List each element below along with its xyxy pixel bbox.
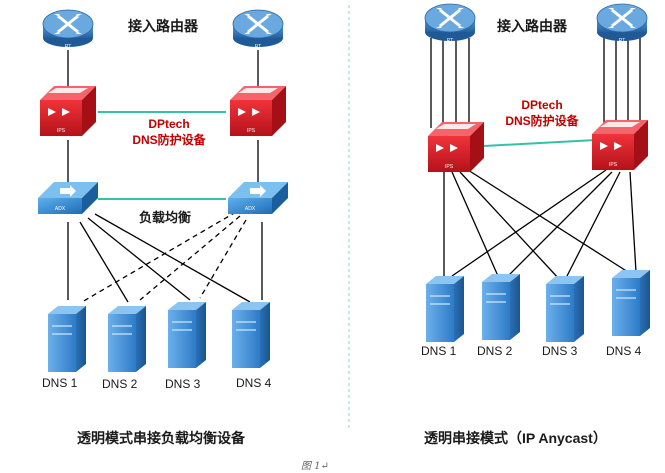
- server-icon: [482, 274, 520, 340]
- left-router-label: 接入路由器: [128, 18, 198, 34]
- server-icon: [426, 276, 464, 342]
- svg-text:RT: RT: [447, 38, 454, 44]
- svg-text:RT: RT: [255, 44, 262, 50]
- svg-text:RT: RT: [619, 38, 626, 44]
- svg-text:IPS: IPS: [445, 164, 454, 170]
- server-icon: [546, 276, 584, 342]
- right-caption: 透明串接模式（IP Anycast）: [424, 430, 607, 446]
- left-caption: 透明模式串接负载均衡设备: [77, 430, 245, 446]
- ips-device-icon: IPS: [428, 122, 484, 172]
- left-dns-label: DNS 1: [42, 376, 78, 390]
- figure-label: 图 1↵: [301, 461, 329, 472]
- svg-text:IPS: IPS: [247, 128, 256, 134]
- right-device-label: DPtech DNS防护设备: [500, 97, 584, 129]
- right-dns-label: DNS 3: [542, 344, 578, 358]
- svg-text:RT: RT: [65, 44, 72, 50]
- left-dns-label: DNS 3: [165, 377, 201, 391]
- right-router-label: 接入路由器: [497, 18, 567, 34]
- left-dns-label: DNS 4: [236, 376, 272, 390]
- svg-text:ADX: ADX: [245, 206, 256, 212]
- router-icon: RT: [596, 3, 648, 44]
- svg-text:ADX: ADX: [55, 206, 66, 212]
- right-device-label-line2: DNS防护设备: [505, 114, 579, 128]
- ips-device-icon: IPS: [230, 86, 286, 136]
- server-icon: [48, 306, 86, 372]
- load-balancer-icon: ADX: [228, 182, 288, 214]
- left-dashed-links: [81, 211, 247, 303]
- server-icon: [108, 306, 146, 372]
- server-icon: [168, 302, 206, 368]
- router-icon: RT: [42, 9, 94, 50]
- router-icon: RT: [232, 9, 284, 50]
- load-balancer-icon: ADX: [38, 182, 98, 214]
- right-dns-label: DNS 4: [606, 344, 642, 358]
- left-device-label-line1: DPtech: [148, 117, 190, 131]
- left-teal-links: [98, 111, 226, 200]
- server-icon: [612, 270, 650, 336]
- right-dns-label: DNS 1: [421, 344, 457, 358]
- svg-text:IPS: IPS: [57, 128, 66, 134]
- server-icon: [232, 302, 270, 368]
- left-device-label: DPtech DNS防护设备: [127, 116, 211, 148]
- right-teal-link: [483, 139, 597, 147]
- right-device-label-line1: DPtech: [521, 98, 563, 112]
- left-links: [67, 50, 263, 303]
- left-lb-label: 负载均衡: [139, 210, 192, 225]
- ips-device-icon: IPS: [592, 120, 648, 170]
- svg-text:IPS: IPS: [609, 162, 618, 168]
- router-icon: RT: [424, 3, 476, 44]
- right-links: [430, 38, 641, 281]
- right-dns-label: DNS 2: [477, 344, 513, 358]
- left-device-label-line2: DNS防护设备: [132, 133, 206, 147]
- ips-device-icon: IPS: [40, 86, 96, 136]
- left-dns-label: DNS 2: [102, 377, 138, 391]
